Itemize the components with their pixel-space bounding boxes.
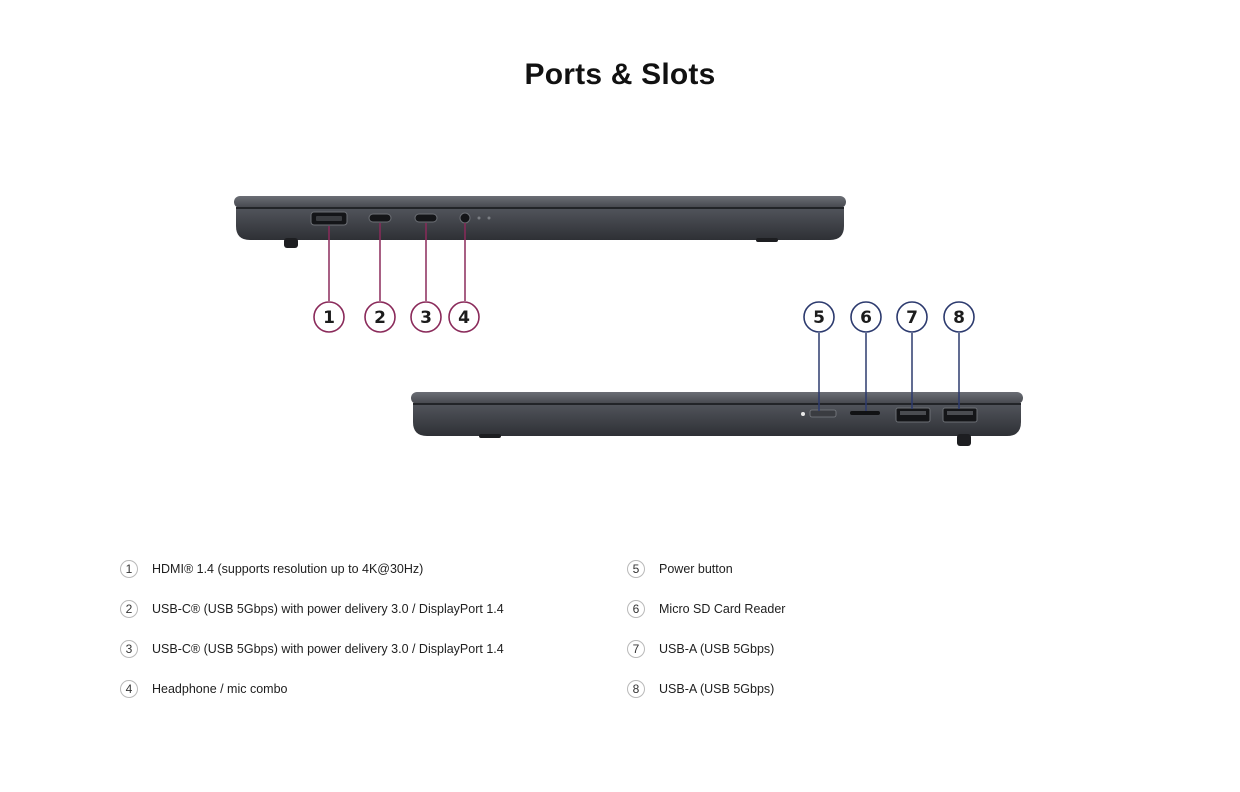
legend-description: USB-A (USB 5Gbps) (659, 642, 775, 656)
callout-7: 7 (896, 301, 928, 333)
laptop-right-lid (411, 392, 1023, 404)
legend-item: 5 Power button (627, 558, 785, 580)
legend-item: 1 HDMI® 1.4 (supports resolution up to 4… (120, 558, 504, 580)
audio-jack (459, 212, 471, 224)
laptop-left-foot-b (756, 238, 778, 242)
laptop-left-seam (236, 207, 844, 209)
callout-7-label: 7 (906, 308, 918, 328)
callout-6: 6 (850, 301, 882, 333)
legend-number-badge: 1 (120, 560, 138, 578)
legend-number-badge: 6 (627, 600, 645, 618)
laptop-left-lid (234, 196, 846, 208)
power-led (801, 412, 805, 416)
hdmi-port-inner (316, 216, 342, 221)
laptop-right-foot-b (957, 434, 971, 446)
legend-number-badge: 5 (627, 560, 645, 578)
callout-2-label: 2 (374, 308, 386, 328)
legend-number-badge: 7 (627, 640, 645, 658)
laptop-right-side (411, 392, 1023, 446)
callout-5: 5 (803, 301, 835, 333)
legend-description: Power button (659, 562, 733, 576)
right-callout-lines (818, 333, 960, 411)
laptop-left-foot-a (284, 238, 298, 248)
legend-item: 2 USB-C® (USB 5Gbps) with power delivery… (120, 598, 504, 620)
legend-number-badge: 2 (120, 600, 138, 618)
laptop-right-foot-a (479, 434, 501, 438)
legend-description: HDMI® 1.4 (supports resolution up to 4K@… (152, 562, 424, 576)
legend-item: 6 Micro SD Card Reader (627, 598, 785, 620)
legend-item: 4 Headphone / mic combo (120, 678, 504, 700)
callout-8: 8 (943, 301, 975, 333)
legend-description: USB-C® (USB 5Gbps) with power delivery 3… (152, 642, 504, 656)
legend-item: 7 USB-A (USB 5Gbps) (627, 638, 785, 660)
callout-2: 2 (364, 301, 396, 333)
callout-4: 4 (448, 301, 480, 333)
laptop-left-side (234, 196, 846, 248)
ports-figure: 1 2 3 4 (234, 196, 1023, 446)
legend-number-badge: 3 (120, 640, 138, 658)
usb-c-port-1 (368, 213, 392, 223)
legend-right-column: 5 Power button 6 Micro SD Card Reader 7 … (627, 558, 785, 718)
legend-number-badge: 8 (627, 680, 645, 698)
legend-description: Headphone / mic combo (152, 682, 288, 696)
right-callouts: 5 6 7 8 (803, 301, 975, 333)
legend-left-column: 1 HDMI® 1.4 (supports resolution up to 4… (120, 558, 504, 718)
callout-1: 1 (313, 301, 345, 333)
usb-c-port-2 (414, 213, 438, 223)
page-title: Ports & Slots (524, 58, 716, 91)
legend-description: Micro SD Card Reader (659, 602, 786, 616)
callout-3-label: 3 (420, 308, 432, 328)
legend-description: USB-C® (USB 5Gbps) with power delivery 3… (152, 602, 504, 616)
indicator-dot-a (477, 216, 481, 220)
legend-number-badge: 4 (120, 680, 138, 698)
usb-a-port-1-tongue (900, 411, 926, 415)
legend-description: USB-A (USB 5Gbps) (659, 682, 775, 696)
callout-5-label: 5 (813, 308, 825, 328)
callout-1-label: 1 (323, 308, 335, 328)
left-callout-lines (328, 223, 466, 301)
callout-3: 3 (410, 301, 442, 333)
callout-4-label: 4 (458, 308, 470, 328)
legend-item: 8 USB-A (USB 5Gbps) (627, 678, 785, 700)
legend-item: 3 USB-C® (USB 5Gbps) with power delivery… (120, 638, 504, 660)
laptop-right-seam (413, 403, 1021, 405)
left-callouts: 1 2 3 4 (313, 301, 480, 333)
power-button-slot (809, 409, 837, 418)
usb-a-port-2-tongue (947, 411, 973, 415)
indicator-dot-b (487, 216, 491, 220)
sd-card-slot (850, 411, 880, 415)
callout-6-label: 6 (860, 308, 872, 328)
callout-8-label: 8 (953, 308, 965, 328)
